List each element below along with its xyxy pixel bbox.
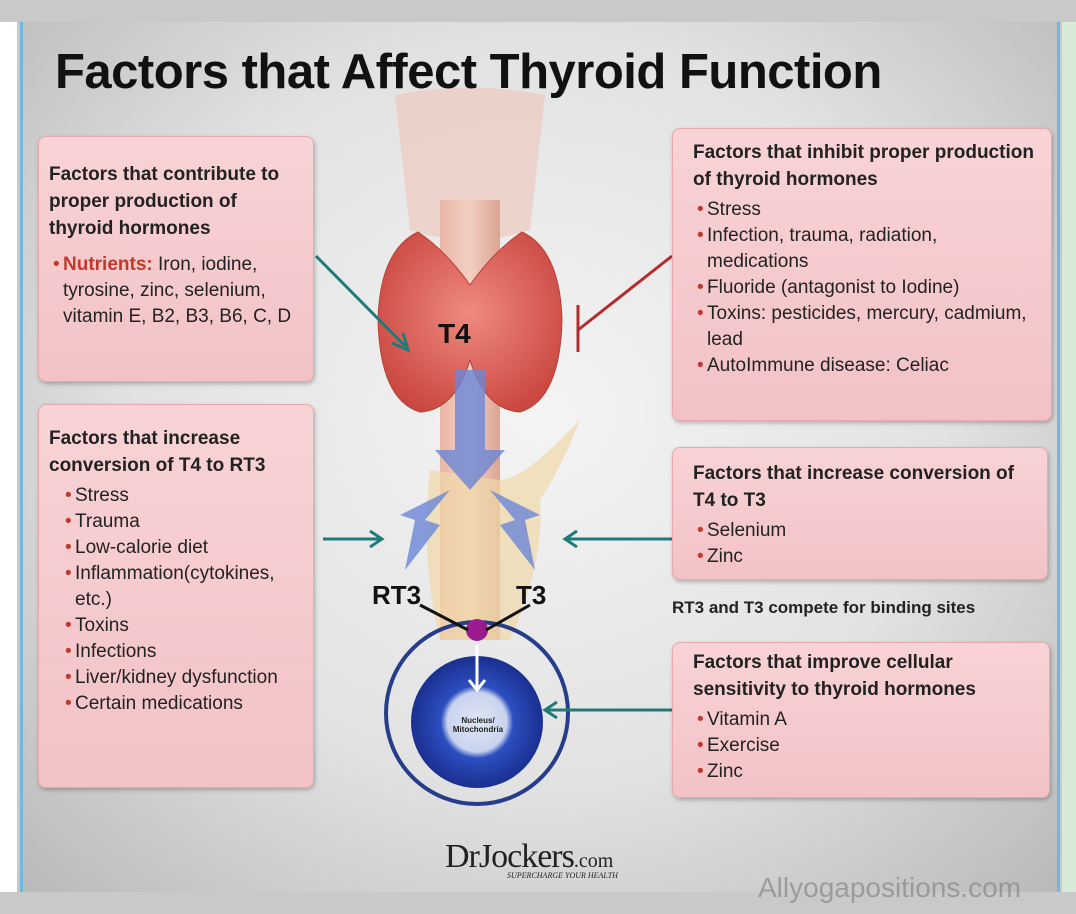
rt3-factors-box: Factors that increase conversion of T4 t… bbox=[38, 404, 314, 788]
inhibit-connector bbox=[576, 254, 673, 352]
logo-main: DrJockers bbox=[445, 838, 575, 875]
list-item: Toxins bbox=[65, 613, 303, 639]
list-item: Zinc bbox=[697, 759, 1039, 785]
drjockers-logo: DrJockers.com SUPERCHARGE YOUR HEALTH bbox=[445, 838, 618, 880]
list-item: Stress bbox=[697, 197, 1041, 223]
compete-note: RT3 and T3 compete for binding sites bbox=[672, 598, 976, 617]
contribute-factors-box: Factors that contribute to proper produc… bbox=[38, 136, 314, 382]
thyroid-gland bbox=[377, 231, 563, 413]
box-heading: Factors that improve cellular sensitivit… bbox=[693, 652, 976, 700]
list-item: Certain medications bbox=[65, 691, 303, 717]
nutrients-text: Iron, iodine, tyrosine, zinc, selenium, … bbox=[63, 254, 292, 327]
list-item: Low-calorie diet bbox=[65, 535, 303, 561]
list-item: Stress bbox=[65, 483, 303, 509]
list-item: Selenium bbox=[697, 518, 1037, 544]
right-margin bbox=[1062, 22, 1076, 892]
nucleus-label: Nucleus/ Mitochondria bbox=[452, 716, 504, 734]
rt3-binding-arrow bbox=[419, 603, 469, 632]
t4-label: T4 bbox=[438, 318, 471, 349]
list-item: Trauma bbox=[65, 509, 303, 535]
page-title: Factors that Affect Thyroid Function bbox=[55, 45, 882, 99]
list-item: Toxins: pesticides, mercury, cadmium, le… bbox=[697, 301, 1041, 353]
list-item: Liver/kidney dysfunction bbox=[65, 665, 303, 691]
box-heading: Factors that contribute to proper produc… bbox=[49, 164, 280, 239]
list-item: Inflammation(cytokines, etc.) bbox=[65, 561, 303, 613]
t3-label: T3 bbox=[516, 580, 547, 610]
cell-icon bbox=[411, 656, 543, 788]
rt3-label: RT3 bbox=[372, 580, 422, 610]
rt3-conversion-arrow-icon bbox=[400, 490, 450, 570]
box-heading: Factors that increase conversion of T4 t… bbox=[49, 428, 266, 476]
larynx bbox=[395, 87, 545, 240]
list-item: AutoImmune disease: Celiac bbox=[697, 353, 1041, 379]
nutrients-label: Nutrients: bbox=[63, 254, 153, 275]
t3-binding-arrow bbox=[485, 603, 531, 632]
nucleus-arrowhead bbox=[467, 679, 487, 693]
connector-arrows bbox=[314, 254, 672, 720]
t3-factors-box: Factors that increase conversion of T4 t… bbox=[672, 447, 1048, 580]
list-item: Zinc bbox=[697, 544, 1037, 570]
logo-tagline: SUPERCHARGE YOUR HEALTH bbox=[507, 871, 618, 880]
list-item: Infection, trauma, radiation, medication… bbox=[697, 223, 1041, 275]
down-arrow-icon bbox=[435, 370, 505, 490]
box-heading: Factors that increase conversion of T4 t… bbox=[693, 463, 1014, 511]
box-heading: Factors that inhibit proper production o… bbox=[693, 142, 1034, 190]
logo-com: .com bbox=[573, 850, 614, 872]
inhibit-factors-box: Factors that inhibit proper production o… bbox=[672, 128, 1052, 421]
left-margin bbox=[0, 22, 17, 892]
list-item: Exercise bbox=[697, 733, 1039, 759]
list-item: Fluoride (antagonist to Iodine) bbox=[697, 275, 1041, 301]
t3-conversion-arrow-icon bbox=[490, 490, 540, 570]
watermark: Allyogapositions.com bbox=[758, 872, 1022, 903]
list-item: Vitamin A bbox=[697, 707, 1039, 733]
list-item: Infections bbox=[65, 639, 303, 665]
receptor-icon bbox=[466, 619, 488, 641]
sensitivity-factors-box: Factors that improve cellular sensitivit… bbox=[672, 642, 1050, 798]
